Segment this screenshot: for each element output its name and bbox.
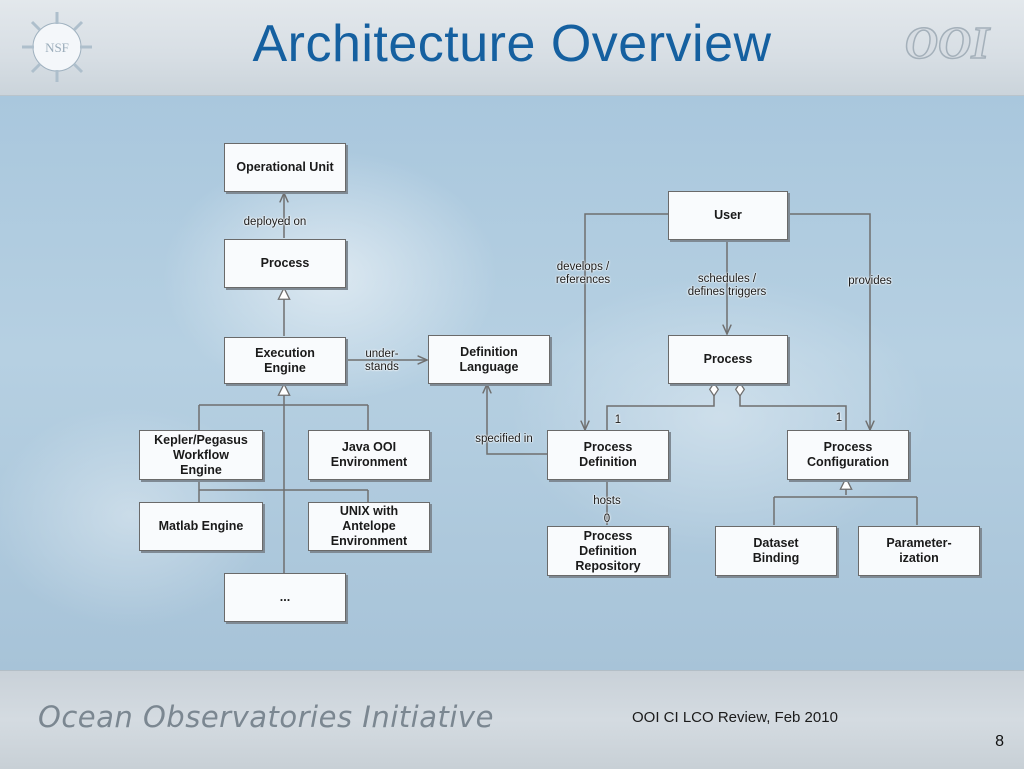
box-process-right: Process: [668, 335, 788, 384]
box-matlab-engine: Matlab Engine: [139, 502, 263, 551]
box-kepler-pegasus: Kepler/Pegasus Workflow Engine: [139, 430, 263, 480]
page-number: 8: [995, 733, 1004, 750]
label-multiplicity-definition: 1: [614, 414, 622, 426]
box-process-left: Process: [224, 239, 346, 288]
box-process-definition-repository: Process Definition Repository: [547, 526, 669, 576]
box-java-ooi: Java OOI Environment: [308, 430, 430, 480]
label-specified-in: specified in: [475, 433, 533, 445]
label-multiplicity-configuration: 1: [835, 412, 843, 424]
box-user: User: [668, 191, 788, 240]
box-unix-antelope: UNIX with Antelope Environment: [308, 502, 430, 551]
label-multiplicity-repository: 0: [603, 513, 611, 525]
footer-brand: Ocean Observatories Initiative: [38, 700, 494, 734]
label-develops-references: develops / references: [555, 261, 611, 286]
label-understands: under- stands: [365, 348, 399, 373]
svg-text:OOI: OOI: [905, 17, 991, 68]
label-hosts: hosts: [593, 495, 621, 507]
box-process-definition: Process Definition: [547, 430, 669, 480]
slide-footer: [0, 670, 1024, 769]
box-process-configuration: Process Configuration: [787, 430, 909, 480]
box-operational-unit: Operational Unit: [224, 143, 346, 192]
svg-text:NSF: NSF: [45, 40, 69, 55]
page-title: Architecture Overview: [252, 15, 772, 73]
box-ellipsis: ...: [224, 573, 346, 622]
box-parameterization: Parameter- ization: [858, 526, 980, 576]
slide-header: [0, 0, 1024, 96]
label-provides: provides: [848, 275, 892, 287]
box-dataset-binding: Dataset Binding: [715, 526, 837, 576]
box-execution-engine: Execution Engine: [224, 337, 346, 384]
ooi-logo-icon: OOI: [904, 16, 992, 69]
label-deployed-on: deployed on: [243, 216, 307, 228]
label-schedules-triggers: schedules / defines triggers: [687, 273, 767, 298]
nsf-logo-icon: NSF: [22, 12, 92, 82]
box-definition-language: Definition Language: [428, 335, 550, 384]
footer-note: OOI CI LCO Review, Feb 2010: [632, 709, 838, 726]
